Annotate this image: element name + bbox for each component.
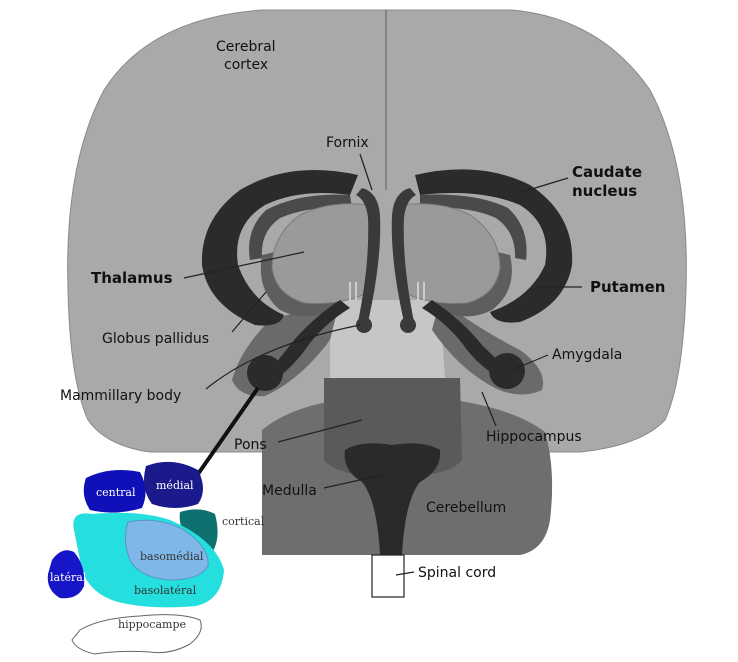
left-amygdala: [247, 355, 283, 391]
inset-label-medial: médial: [156, 479, 194, 492]
inset-label-lateral: latéral: [50, 571, 87, 584]
label-spinal-cord: Spinal cord: [418, 565, 496, 581]
label-caudate-2: nucleus: [572, 182, 637, 200]
amygdala-inset: central médial cortical basomédial latér…: [48, 462, 265, 654]
label-amygdala: Amygdala: [552, 347, 622, 363]
inset-label-basolateral: basolatéral: [134, 584, 197, 597]
label-medulla: Medulla: [262, 483, 317, 499]
label-fornix: Fornix: [326, 135, 369, 151]
label-pons: Pons: [234, 437, 267, 453]
label-putamen: Putamen: [590, 278, 665, 296]
spinal-cord: [372, 555, 404, 597]
central-light-region: [330, 300, 445, 378]
inset-label-central: central: [96, 486, 136, 499]
label-cerebral-cortex-1: Cerebral: [216, 39, 276, 55]
inset-label-basomedial: basomédial: [140, 550, 204, 563]
label-globus-pallidus: Globus pallidus: [102, 331, 209, 347]
label-caudate-1: Caudate: [572, 163, 642, 181]
label-cerebral-cortex-2: cortex: [224, 57, 268, 73]
label-cerebellum: Cerebellum: [426, 500, 506, 516]
label-thalamus: Thalamus: [91, 269, 173, 287]
right-amygdala: [489, 353, 525, 389]
inset-label-hippocampe: hippocampe: [118, 618, 186, 631]
label-mammillary-body: Mammillary body: [60, 388, 181, 404]
inset-label-cortical: cortical: [222, 515, 265, 528]
label-hippocampus: Hippocampus: [486, 429, 582, 445]
right-mammillary-body: [400, 317, 416, 333]
